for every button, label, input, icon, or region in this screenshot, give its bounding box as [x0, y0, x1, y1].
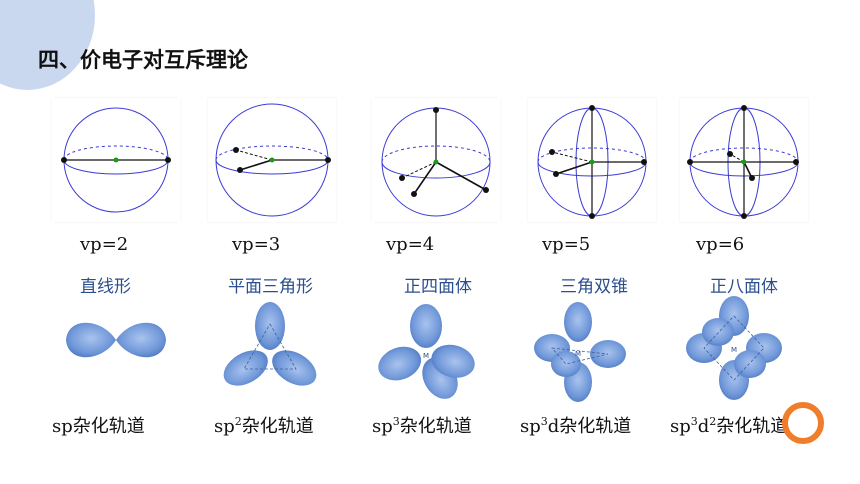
sphere-diagram-vp4: [372, 98, 500, 222]
svg-text:M: M: [575, 350, 581, 358]
orbital-sp: [62, 312, 170, 368]
orbital-sp3: M: [378, 298, 478, 402]
hybrid-label-4: sp3d杂化轨道: [520, 415, 632, 437]
shape-name-1: 直线形: [80, 277, 131, 297]
vp-label-2: vp=3: [232, 234, 281, 255]
shape-name-5: 正八面体: [710, 277, 778, 297]
page-title: 四、价电子对互斥理论: [38, 48, 248, 72]
shape-name-3: 正四面体: [404, 277, 472, 297]
hybrid-label-5: sp3d2杂化轨道: [670, 415, 789, 437]
vp-label-1: vp=2: [80, 234, 129, 255]
orbital-sp3d2: M: [686, 294, 784, 402]
sphere-diagram-vp2: [52, 98, 180, 222]
sphere-diagram-vp5: [528, 98, 656, 222]
orbital-sp2: [220, 298, 320, 398]
next-slide-ring-icon[interactable]: [782, 402, 824, 444]
sphere-diagram-vp3: [208, 98, 336, 222]
shape-name-2: 平面三角形: [228, 277, 313, 297]
vp-label-4: vp=5: [542, 234, 591, 255]
svg-text:M: M: [423, 352, 429, 360]
hybrid-label-3: sp3杂化轨道: [372, 415, 472, 437]
shape-name-4: 三角双锥: [560, 277, 628, 297]
vp-label-3: vp=4: [386, 234, 435, 255]
vp-label-5: vp=6: [696, 234, 745, 255]
hybrid-label-1: sp杂化轨道: [52, 416, 145, 437]
sphere-diagram-vp6: [680, 98, 808, 222]
hybrid-label-2: sp2杂化轨道: [214, 415, 314, 437]
svg-text:M: M: [731, 346, 737, 354]
orbital-sp3d: M: [532, 298, 628, 404]
